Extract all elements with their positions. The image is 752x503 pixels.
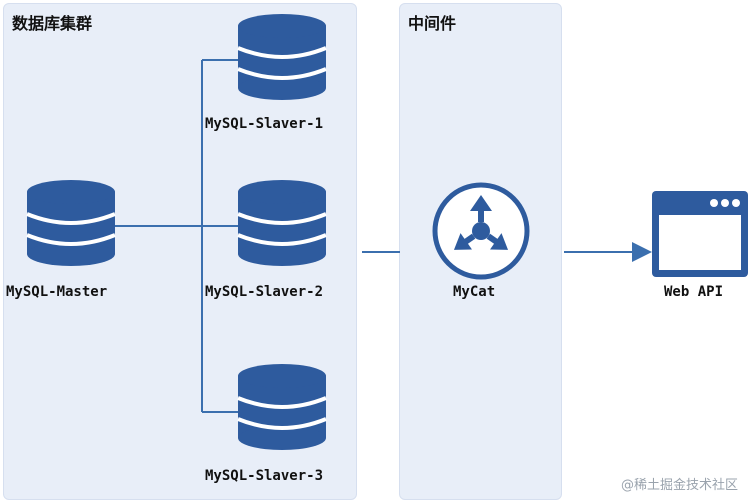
database-icon	[25, 178, 117, 268]
middleware-title: 中间件	[408, 14, 457, 33]
database-icon	[236, 362, 328, 452]
database-cluster-title: 数据库集群	[12, 14, 93, 33]
webapi-label: Web API	[664, 284, 724, 300]
connector-lines	[115, 59, 652, 413]
router-icon	[432, 182, 530, 280]
browser-window-icon	[652, 191, 748, 277]
watermark: @稀土掘金技术社区	[620, 478, 738, 493]
database-icon	[236, 12, 328, 102]
slave2-label: MySQL-Slaver-2	[205, 284, 324, 300]
slave3-label: MySQL-Slaver-3	[205, 468, 324, 484]
slave1-label: MySQL-Slaver-1	[205, 116, 324, 132]
master-label: MySQL-Master	[6, 284, 108, 300]
database-icon	[236, 178, 328, 268]
mycat-label: MyCat	[453, 284, 496, 300]
